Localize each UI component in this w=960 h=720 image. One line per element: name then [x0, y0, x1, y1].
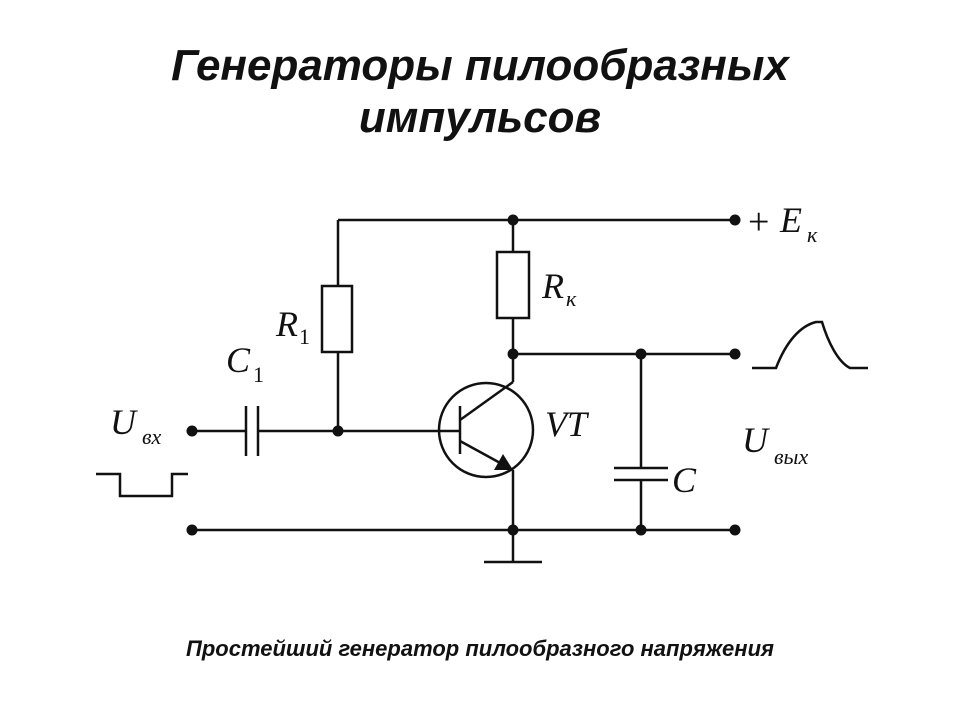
input-pulse-waveform [96, 472, 188, 498]
terminal-output-top [729, 348, 741, 360]
transistor-collector-lead [459, 380, 514, 422]
title-line-1: Генераторы пилообразных [171, 41, 789, 90]
title-line-2: импульсов [358, 93, 602, 142]
terminal-input [186, 425, 198, 437]
terminal-input-ground [186, 524, 198, 536]
label-supply-sub: к [807, 222, 818, 247]
label-c1: C [226, 340, 251, 380]
label-input-voltage: U [110, 402, 138, 442]
node-capacitor-top [635, 348, 647, 360]
transistor-vt [437, 381, 535, 479]
slide-title: Генераторы пилообразных импульсов [0, 40, 960, 144]
terminal-output-bottom [729, 524, 741, 536]
node-base [332, 425, 344, 437]
label-c1-sub: 1 [253, 362, 264, 387]
node-capacitor-bottom [635, 524, 647, 536]
label-supply: E [779, 200, 802, 240]
label-rk-sub: к [566, 286, 577, 311]
node-supply [507, 214, 519, 226]
label-supply-sign: + [748, 201, 769, 243]
resistor-r1 [320, 284, 354, 354]
label-r1: R [275, 304, 298, 344]
label-transistor: VT [545, 404, 590, 444]
label-output-voltage: U [742, 420, 770, 460]
resistor-rk [495, 250, 531, 320]
label-r1-sub: 1 [299, 324, 310, 349]
terminal-supply [729, 214, 741, 226]
label-input-voltage-sub: вх [142, 424, 162, 449]
label-capacitor: C [672, 460, 697, 500]
node-collector [507, 348, 519, 360]
output-sawtooth-waveform [752, 320, 868, 370]
label-rk: R [541, 266, 564, 306]
diagram-caption: Простейший генератор пилообразного напря… [186, 636, 774, 661]
label-output-voltage-sub: вых [774, 444, 808, 469]
node-ground [507, 524, 519, 536]
emitter-arrow [494, 454, 513, 470]
